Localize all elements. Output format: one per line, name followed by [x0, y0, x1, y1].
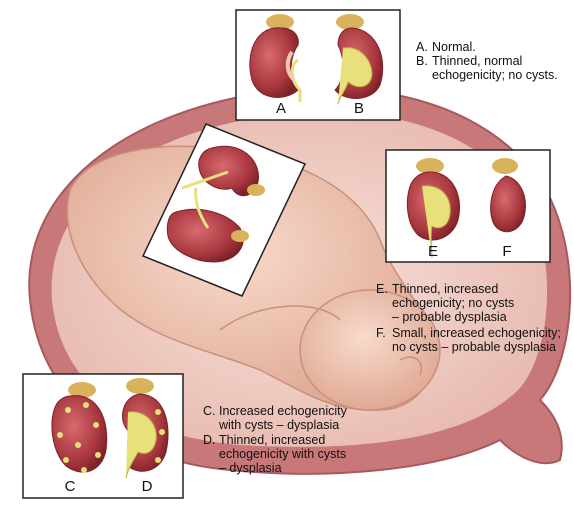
fetal-kidney-upper: [181, 145, 265, 197]
kidney-a: [249, 14, 302, 102]
caption-c-text: Increased echogenicity with cysts – dysp…: [219, 404, 347, 432]
caption-group-a-b: A. Normal. B. Thinned, normal echogenici…: [416, 40, 571, 82]
panel-e-f: [385, 149, 551, 263]
panel-letter-d: D: [141, 478, 153, 495]
kidney-c: [51, 382, 108, 473]
caption-e: E. Thinned, increased echogenicity; no c…: [376, 282, 572, 324]
kidney-e: [406, 158, 460, 259]
panel-c-d: [22, 373, 184, 499]
caption-e-key: E.: [376, 282, 388, 296]
panel-fetal-kidneys: [141, 123, 307, 297]
caption-b-text: Thinned, normal echogenicity; no cysts.: [432, 54, 558, 82]
caption-f-text: Small, increased echogenicity; no cysts …: [392, 326, 561, 354]
panel-letter-c: C: [64, 478, 76, 495]
panel-letter-f: F: [502, 243, 512, 260]
caption-a-text: Normal.: [432, 40, 476, 54]
panel-a-b: [235, 9, 401, 121]
caption-a: A. Normal.: [416, 40, 571, 54]
caption-group-e-f: E. Thinned, increased echogenicity; no c…: [376, 282, 572, 354]
caption-d-key: D.: [203, 433, 216, 447]
kidney-d: [122, 378, 169, 479]
panel-letter-a: A: [275, 100, 286, 117]
panel-letter-b: B: [353, 100, 364, 117]
caption-f-key: F.: [376, 326, 386, 340]
caption-d-text: Thinned, increased echogenicity with cys…: [219, 433, 347, 475]
fetal-kidney-lower: [166, 187, 249, 263]
caption-group-c-d: C. Increased echogenicity with cysts – d…: [203, 404, 373, 475]
caption-c-key: C.: [203, 404, 216, 418]
caption-d: D. Thinned, increased echogenicity with …: [203, 433, 373, 475]
caption-c: C. Increased echogenicity with cysts – d…: [203, 404, 373, 432]
caption-b: B. Thinned, normal echogenicity; no cyst…: [416, 54, 571, 82]
panel-letter-e: E: [427, 243, 438, 260]
kidney-f: [490, 158, 526, 233]
caption-e-text: Thinned, increased echogenicity; no cyst…: [392, 282, 515, 324]
caption-a-key: A.: [416, 40, 428, 54]
caption-b-key: B.: [416, 54, 428, 68]
kidney-b: [334, 14, 384, 105]
caption-f: F. Small, increased echogenicity; no cys…: [376, 326, 572, 354]
